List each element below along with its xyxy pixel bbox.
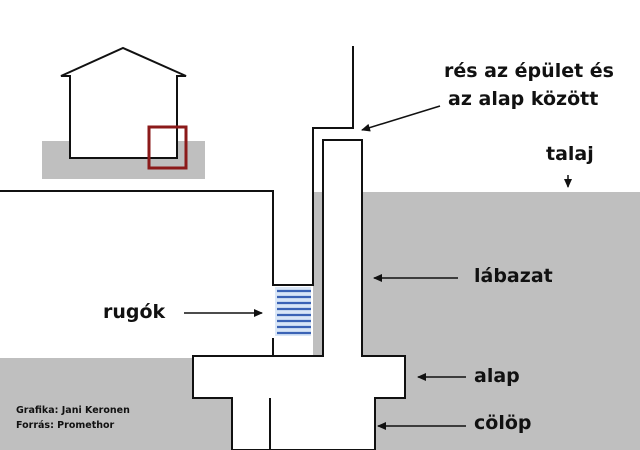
foundation-structure <box>192 139 406 450</box>
gap-arrow <box>361 105 441 132</box>
foundation-label: alap <box>474 365 520 387</box>
gap-label-line1: rés az épület és <box>444 60 614 82</box>
house-inset-icon <box>42 46 205 179</box>
building-wall-outline <box>0 46 354 286</box>
graphic-credit: Grafika: Jani Keronen <box>16 405 130 416</box>
springs-graphic <box>275 287 311 336</box>
soil-label: talaj <box>546 143 594 165</box>
plinth-label: lábazat <box>474 265 553 287</box>
pile-label: cölöp <box>474 412 532 434</box>
source-credit: Forrás: Promethor <box>16 420 115 431</box>
detail-highlight-box <box>147 125 188 170</box>
springs-label: rugók <box>103 301 166 323</box>
gap-label-line2: az alap között <box>448 88 599 110</box>
